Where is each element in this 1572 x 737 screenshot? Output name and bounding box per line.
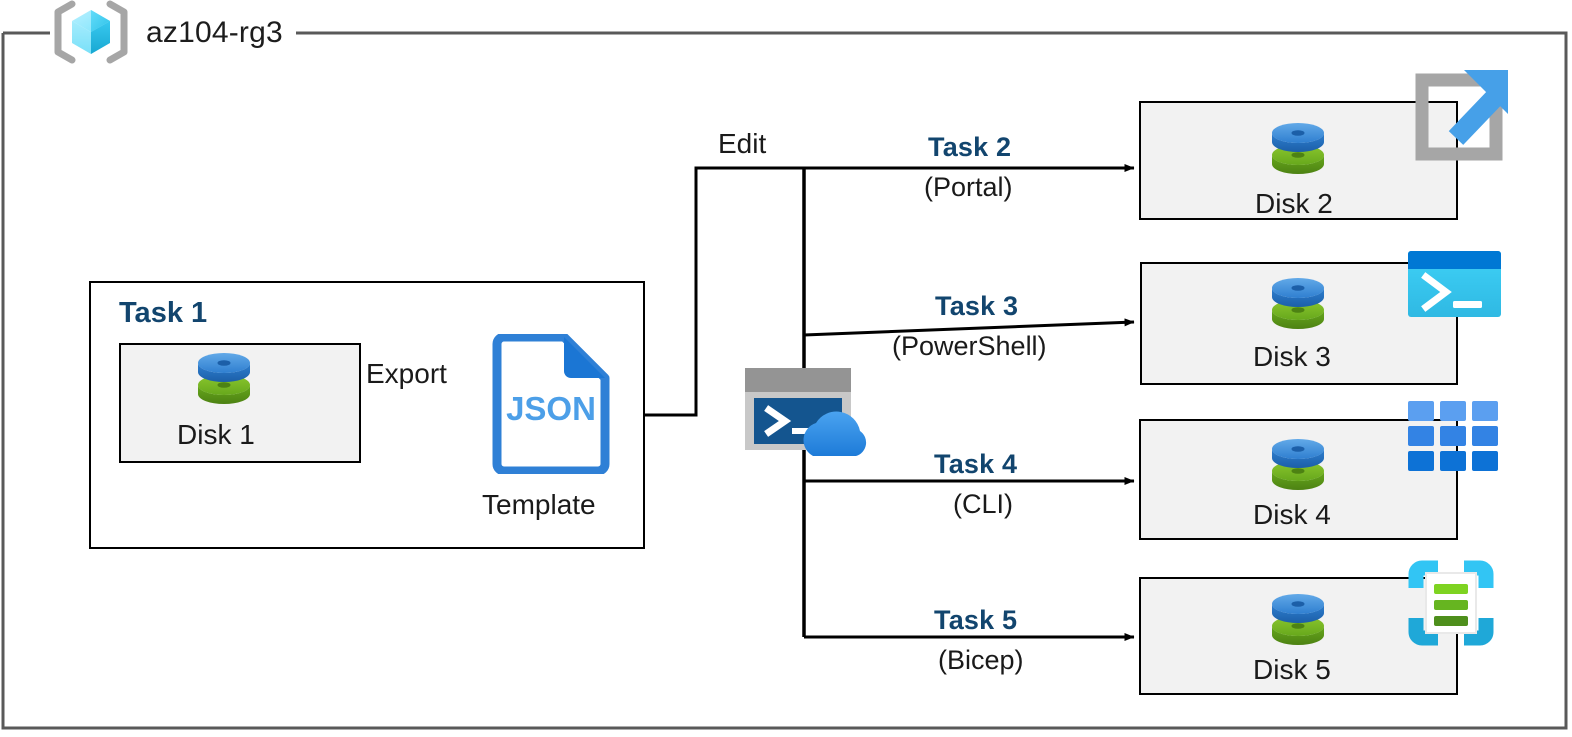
- disk2-label: Disk 2: [1255, 188, 1333, 219]
- task2-heading: Task 2: [928, 132, 1012, 162]
- task4-method: (CLI): [953, 489, 1013, 519]
- resource-group-frame: [1, 31, 1568, 730]
- json-file-icon: JSON: [492, 334, 610, 474]
- azure-managed-disk-icon: [1272, 123, 1324, 174]
- task3-heading: Task 3: [935, 291, 1019, 321]
- resource-group-title: az104-rg3: [146, 16, 283, 49]
- template-label: Template: [482, 489, 596, 520]
- json-icon-text: JSON: [506, 390, 596, 427]
- task4-heading: Task 4: [934, 449, 1018, 479]
- bicep-icon: [1408, 560, 1494, 646]
- azure-managed-disk-icon: [1272, 594, 1324, 645]
- disk3-label: Disk 3: [1253, 341, 1331, 372]
- task2-method: (Portal): [924, 172, 1013, 202]
- task3-arrow: [803, 318, 1135, 337]
- azure-managed-disk-icon: [1272, 278, 1324, 329]
- azure-managed-disk-icon: [198, 353, 250, 404]
- azure-managed-disk-icon: [1272, 439, 1324, 490]
- disk4-label: Disk 4: [1253, 499, 1331, 530]
- task5-method: (Bicep): [938, 645, 1024, 675]
- disk5-label: Disk 5: [1253, 654, 1331, 685]
- export-label: Export: [366, 358, 447, 389]
- task5-heading: Task 5: [934, 605, 1018, 635]
- azure-portal-icon: [1415, 70, 1508, 161]
- azure-resource-group-icon: [54, 0, 128, 64]
- edit-label: Edit: [718, 128, 767, 159]
- edit-connector: [645, 166, 804, 417]
- azure-cli-icon: [1408, 401, 1498, 471]
- task3-method: (PowerShell): [892, 331, 1047, 361]
- disk1-label: Disk 1: [177, 419, 255, 450]
- task1-heading: Task 1: [119, 297, 208, 329]
- powershell-icon: [1408, 251, 1501, 317]
- azure-cloud-shell-icon: [745, 368, 867, 456]
